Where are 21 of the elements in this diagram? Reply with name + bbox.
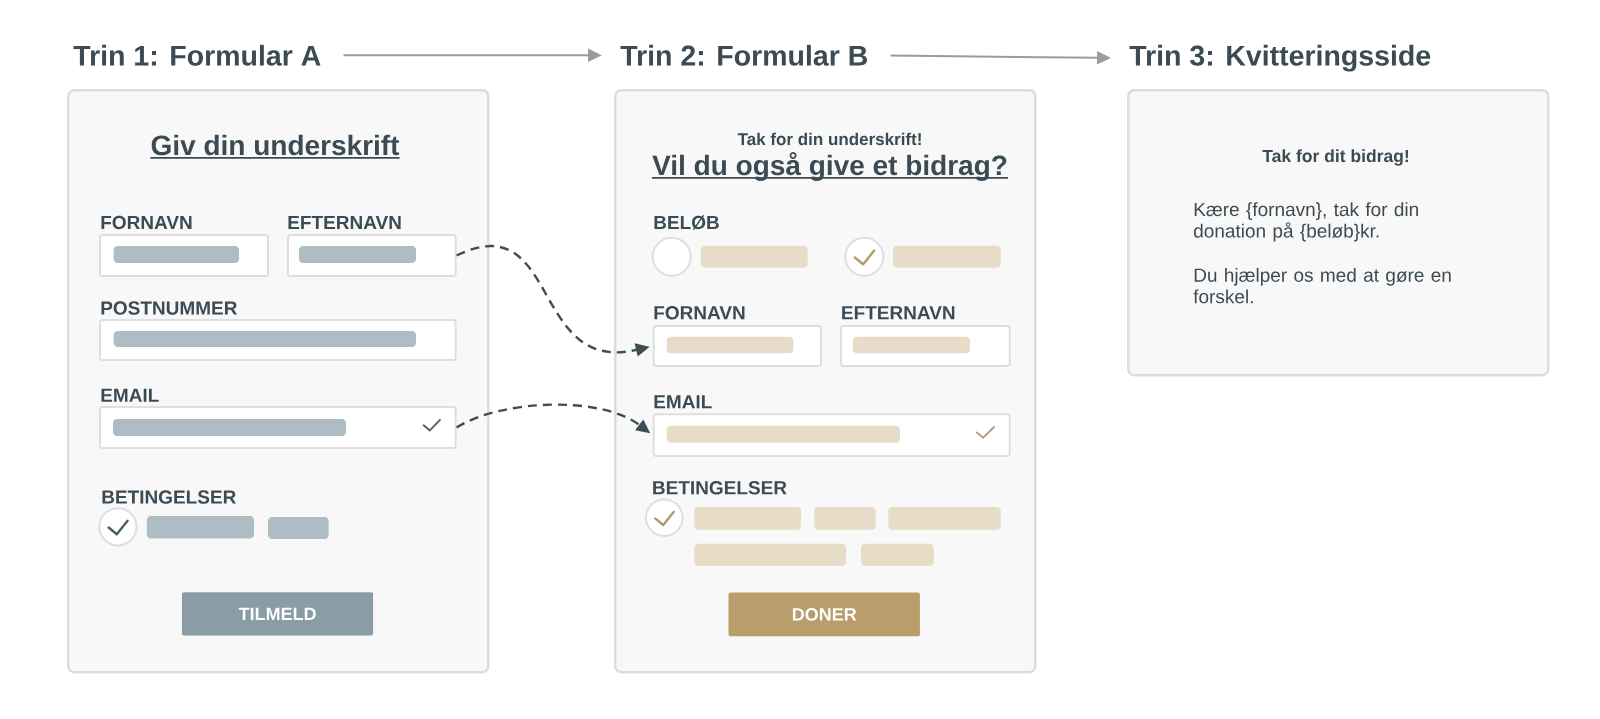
step-heading: Trin 2: Formular B xyxy=(620,44,867,66)
form-title: Vil du også give et bidrag? xyxy=(651,151,1009,181)
submit-button: TILMELD xyxy=(182,592,374,636)
field-label: BETINGELSER xyxy=(102,490,236,504)
field-label: EFTERNAVN xyxy=(842,306,955,320)
field-label: EMAIL xyxy=(654,395,712,409)
paragraph: Kære {fornavn}, tak for din donation på {beløb}kr. xyxy=(1194,202,1418,242)
paragraph: Du hjælper os med at gøre en forskel. xyxy=(1193,267,1451,304)
field-label: BETINGELSER xyxy=(653,481,787,495)
field-label: EMAIL xyxy=(101,388,159,402)
step-heading: Trin 3: Kvitteringsside xyxy=(1129,44,1431,72)
field-label: BELØB xyxy=(654,215,719,230)
field-label: FORNAVN xyxy=(101,215,192,230)
heading: Tak for dit bidrag! xyxy=(1262,149,1409,166)
form-subtitle: Tak for din underskrift! xyxy=(737,132,921,146)
field-label: POSTNUMMER xyxy=(101,301,238,315)
form-title: Giv din underskrift xyxy=(149,134,401,159)
field-label: EFTERNAVN xyxy=(288,215,401,229)
field-label: FORNAVN xyxy=(654,306,745,320)
step-heading: Trin 1: Formular A xyxy=(73,44,321,66)
submit-button: DONER xyxy=(728,592,920,637)
